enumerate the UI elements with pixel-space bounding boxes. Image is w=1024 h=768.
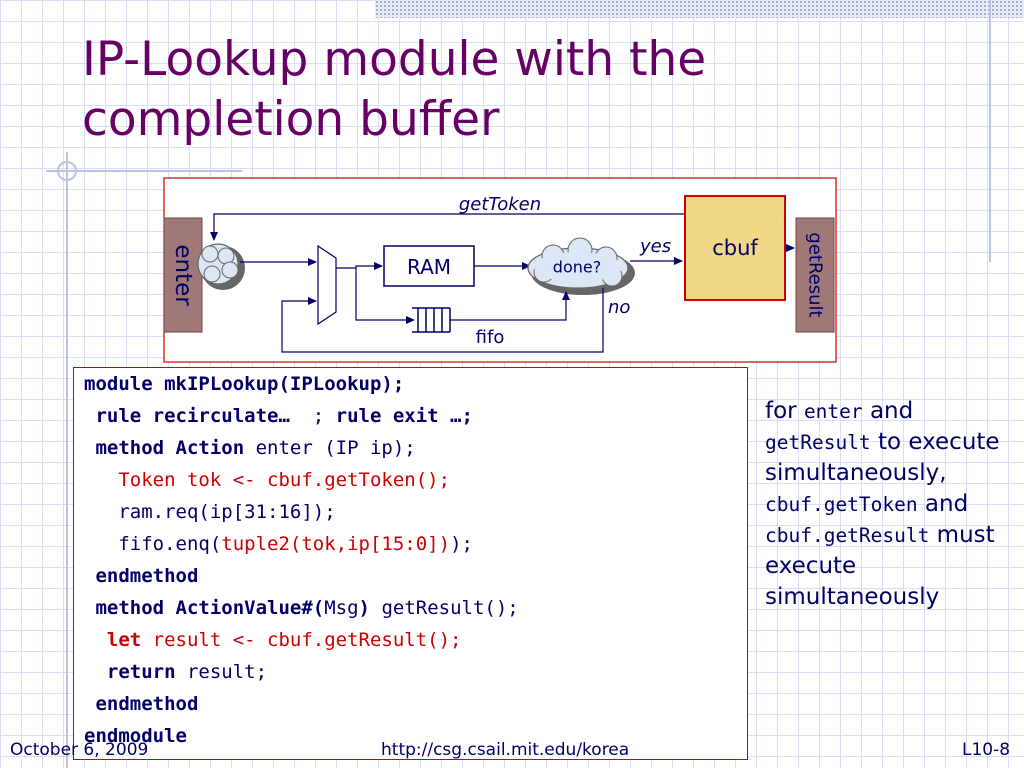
fifo-label: fifo <box>476 327 505 348</box>
title-line-2: completion buffer <box>82 92 500 147</box>
code-listing: module mkIPLookup(IPLookup); rule recirc… <box>73 367 748 760</box>
code-line-1: module mkIPLookup(IPLookup); <box>84 372 404 396</box>
enter-block <box>163 217 203 333</box>
cbuf-label: cbuf <box>712 236 758 260</box>
code-line-4: Token tok <- cbuf.getToken(); <box>84 468 450 492</box>
code-msg-type: Msg <box>324 597 359 619</box>
note-text-4: and <box>917 491 969 517</box>
code-line-2: rule recirculate… ; rule exit …; <box>84 404 473 428</box>
title-line-1: IP-Lookup module with the <box>82 32 707 87</box>
code-endmethod-1: endmethod <box>84 565 199 587</box>
fifo-to-done-arrow <box>450 291 570 321</box>
code-line-10: return result; <box>84 660 267 684</box>
note-text-2: and <box>862 398 914 424</box>
ip-lookup-diagram: enter getResult getToken RAM <box>163 177 837 363</box>
note-text-3: to execute simultaneously, <box>765 429 1000 486</box>
done-cloud <box>527 237 635 295</box>
code-line-7: endmethod <box>84 564 198 588</box>
mux-shape <box>317 244 337 326</box>
note-code-getresult: getResult <box>765 431 871 454</box>
code-separator: ; <box>301 405 336 427</box>
code-method-action: method Action <box>84 437 256 459</box>
note-text-1: for <box>765 398 804 424</box>
getresult-label: getResult <box>805 232 826 317</box>
code-let: let <box>84 629 153 651</box>
fifo-shape <box>412 307 451 333</box>
code-rule-recirculate: rule recirculate… <box>84 405 302 427</box>
code-method-actionvalue: method ActionValue#( <box>84 597 325 619</box>
code-return-value: result; <box>186 661 268 683</box>
code-endmethod-2: endmethod <box>84 693 199 715</box>
code-line-5: ram.req(ip[31:16]); <box>84 500 336 524</box>
code-get-token: Token tok <- cbuf.getToken(); <box>84 469 451 491</box>
code-endmodule: endmodule <box>84 725 187 747</box>
code-getresult-signature: getResult(); <box>381 597 519 619</box>
side-note: for enter and getResult to execute simul… <box>765 396 1015 613</box>
code-enter-signature: enter (IP ip); <box>255 437 416 459</box>
code-fifo-enq-close: ); <box>450 533 473 555</box>
ram-label: RAM <box>407 255 451 279</box>
input-cloud <box>197 243 245 290</box>
code-return: return <box>84 661 187 683</box>
code-tuple2: tuple2(tok,ip[15:0]) <box>221 533 451 555</box>
code-paren-close: ) <box>358 597 382 619</box>
code-line-6: fifo.enq(tuple2(tok,ip[15:0])); <box>84 532 473 556</box>
note-text-5: must execute simultaneously <box>765 522 995 610</box>
code-line-8: method ActionValue#(Msg) getResult(); <box>84 596 519 620</box>
slide-title: IP-Lookup module with the completion buf… <box>82 30 942 150</box>
ram-box <box>383 245 475 287</box>
getresult-block <box>795 217 835 333</box>
decorative-right-line <box>989 0 991 262</box>
mux-to-fifo-arrow <box>355 268 415 324</box>
decorative-circle <box>57 161 77 181</box>
yes-label: yes <box>639 236 671 257</box>
note-code-enter: enter <box>803 400 863 423</box>
top-decorative-band <box>375 0 1024 18</box>
gettoken-label: getToken <box>459 194 541 215</box>
decorative-vertical-line <box>66 152 68 768</box>
code-get-result: result <- cbuf.getResult(); <box>152 629 462 651</box>
cbuf-box <box>684 195 786 301</box>
code-fifo-enq: fifo.enq( <box>84 533 222 555</box>
done-label: done? <box>553 258 601 277</box>
no-label: no <box>608 297 630 318</box>
code-module-decl: module mkIPLookup(IPLookup); <box>84 373 405 395</box>
footer-url: http://csg.csail.mit.edu/korea <box>381 740 630 760</box>
mux-to-ram-arrow <box>336 262 383 270</box>
note-code-cbuf-gettoken: cbuf.getToken <box>765 493 918 516</box>
decorative-horizontal-line <box>46 170 242 172</box>
code-line-12: endmodule <box>84 724 187 748</box>
code-ram-req: ram.req(ip[31:16]); <box>84 501 336 523</box>
gettoken-arrow <box>210 213 686 241</box>
footer-page-number: L10-8 <box>962 740 1011 760</box>
enter-label: enter <box>170 244 196 306</box>
note-code-cbuf-getresult: cbuf.getResult <box>765 524 930 547</box>
code-line-11: endmethod <box>84 692 198 716</box>
code-line-3: method Action enter (IP ip); <box>84 436 416 460</box>
footer-date: October 6, 2009 <box>10 740 149 760</box>
no-recirculate-arrow <box>281 288 604 353</box>
code-line-9: let result <- cbuf.getResult(); <box>84 628 462 652</box>
code-rule-exit: rule exit …; <box>335 405 473 427</box>
